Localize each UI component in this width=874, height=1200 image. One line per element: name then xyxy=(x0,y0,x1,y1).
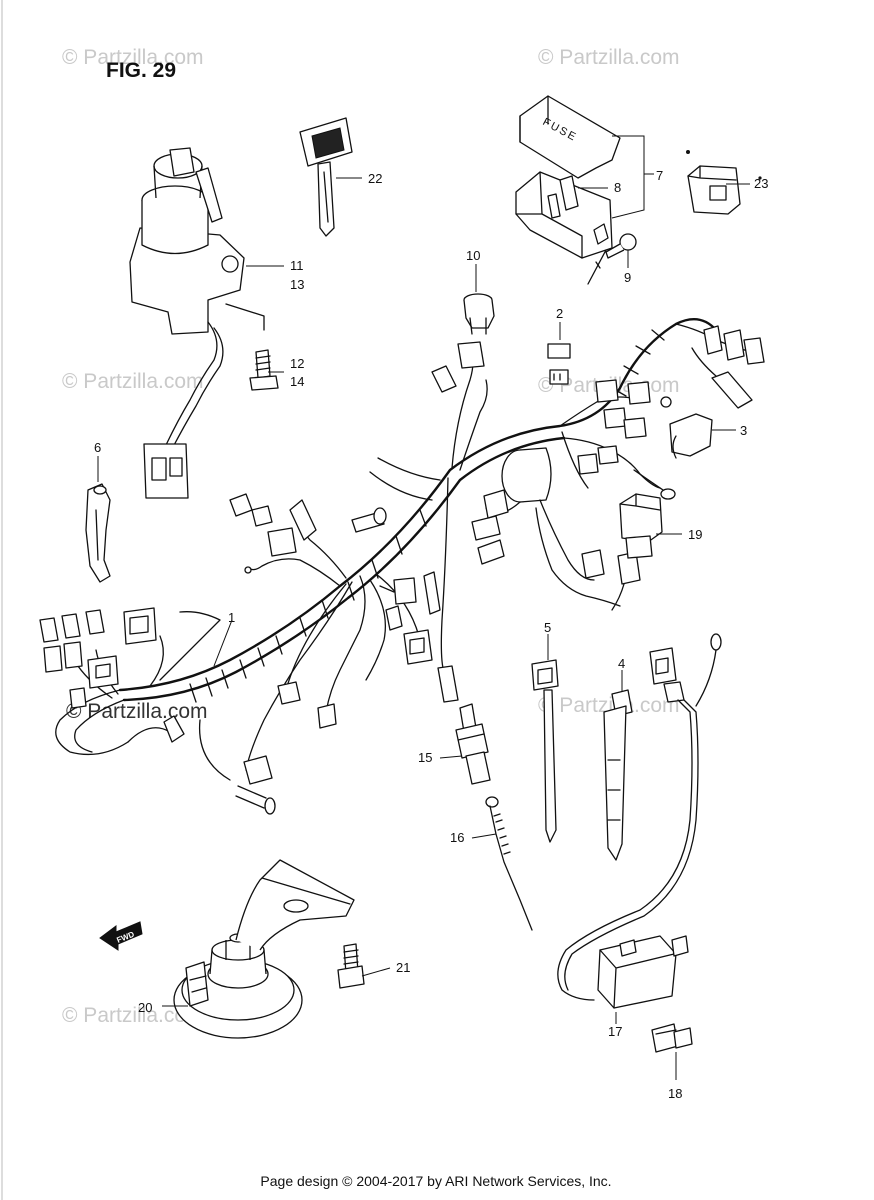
clamp-strap xyxy=(85,483,111,583)
rubber-cap xyxy=(669,413,713,459)
horn-bolt xyxy=(337,943,365,989)
fwd-arrow-icon: FWD xyxy=(99,921,143,951)
callout-2: 2 xyxy=(556,306,563,321)
callout-17: 17 xyxy=(608,1024,622,1039)
callout-14: 14 xyxy=(290,374,304,389)
key xyxy=(299,117,353,237)
connector-cap xyxy=(463,293,495,335)
wiring-harness xyxy=(39,318,765,815)
fuse-box: FUSE xyxy=(515,95,621,259)
leader-lines xyxy=(97,135,750,1080)
callout-19: 19 xyxy=(688,527,702,542)
watermark: © Partzilla.com xyxy=(538,46,680,69)
callouts: 1 2 3 4 5 6 7 8 9 10 11 12 13 14 15 16 1… xyxy=(94,168,768,1101)
callout-1: 1 xyxy=(228,610,235,625)
relay xyxy=(686,150,762,215)
bolt xyxy=(249,349,279,391)
watermark: © Partzilla.com xyxy=(62,1004,204,1027)
watermark: © Partzilla.com xyxy=(62,46,204,69)
callout-16: 16 xyxy=(450,830,464,845)
callout-7: 7 xyxy=(656,168,663,183)
callout-12: 12 xyxy=(290,356,304,371)
watermark: © Partzilla.com xyxy=(62,370,204,393)
neutral-switch xyxy=(455,703,491,785)
small-connector xyxy=(547,343,571,385)
callout-22: 22 xyxy=(368,171,382,186)
callout-3: 3 xyxy=(740,423,747,438)
sidestand-switch xyxy=(557,633,722,1009)
callout-21: 21 xyxy=(396,960,410,975)
callout-11: 11 xyxy=(290,258,304,273)
figure-title: FIG. 29 xyxy=(106,59,176,82)
callout-4: 4 xyxy=(618,656,625,671)
callout-13: 13 xyxy=(290,277,304,292)
callout-8: 8 xyxy=(614,180,621,195)
footer-credit: Page design © 2004-2017 by ARI Network S… xyxy=(260,1173,611,1189)
cable-pin xyxy=(485,796,533,931)
relay-19 xyxy=(619,493,663,559)
callout-10: 10 xyxy=(466,248,480,263)
callout-15: 15 xyxy=(418,750,432,765)
callout-9: 9 xyxy=(624,270,631,285)
horn xyxy=(173,859,355,1039)
screw xyxy=(587,233,637,285)
callout-20: 20 xyxy=(138,1000,152,1015)
screw-18 xyxy=(651,1023,693,1053)
callout-23: 23 xyxy=(754,176,768,191)
cable-tie xyxy=(531,659,559,843)
clamp-tie xyxy=(603,689,633,861)
callout-6: 6 xyxy=(94,440,101,455)
callout-5: 5 xyxy=(544,620,551,635)
callout-18: 18 xyxy=(668,1086,682,1101)
ignition-switch xyxy=(129,147,265,499)
watermark: © Partzilla.com xyxy=(538,694,680,717)
